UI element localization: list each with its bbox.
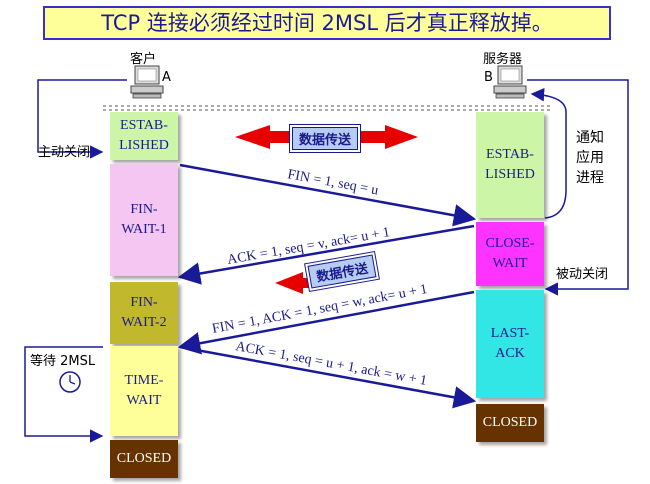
- ack-arrow-2: [179, 345, 477, 409]
- passive-close-connector: [527, 79, 629, 296]
- message-fin-2: FIN = 1, ACK = 1, seq = w, ack= u + 1: [211, 282, 429, 337]
- notify-app-label: 通知 应用 进程: [576, 130, 604, 186]
- fin-arrow-2: [177, 290, 475, 355]
- server-computer-icon: [493, 65, 527, 99]
- client-state-closed: CLOSED: [110, 440, 178, 478]
- client-letter-label: A: [162, 70, 171, 85]
- server-state-last-ack: LAST- ACK: [476, 290, 544, 398]
- server-state-close-wait: CLOSE- WAIT: [476, 222, 544, 286]
- client-role-label: 客户: [130, 52, 157, 67]
- server-state-closed: CLOSED: [476, 404, 544, 442]
- message-ack-2: ACK = 1, seq = u + 1, ack = w + 1: [234, 339, 428, 389]
- active-close-connector: [37, 79, 127, 159]
- passive-close-label: 被动关闭: [556, 267, 609, 282]
- client-state-fin-wait-1: FIN- WAIT-1: [110, 164, 178, 276]
- page-title: TCP 连接必须经过时间 2MSL 后才真正释放掉。: [43, 6, 611, 40]
- client-state-established: ESTAB- LISHED: [110, 112, 178, 160]
- active-close-label: 主动关闭: [38, 145, 91, 160]
- ack-arrow-1: [177, 224, 475, 285]
- data-transfer-badge-top: 数据传送: [292, 127, 359, 150]
- server-state-established: ESTAB- LISHED: [476, 112, 544, 218]
- fin-arrow-1: [179, 163, 477, 227]
- client-state-time-wait: TIME- WAIT: [110, 346, 178, 436]
- wait-2msl-label: 等待 2MSL: [30, 354, 96, 369]
- notify-app-connector: [530, 87, 567, 219]
- client-computer-icon: [130, 65, 164, 99]
- wait-2msl-connector: [24, 346, 104, 443]
- client-state-fin-wait-2: FIN- WAIT-2: [110, 282, 178, 344]
- clock-icon: [59, 371, 81, 393]
- data-transfer-left-arrow: [275, 272, 318, 294]
- server-letter-label: B: [484, 70, 493, 85]
- server-role-label: 服务器: [483, 52, 523, 67]
